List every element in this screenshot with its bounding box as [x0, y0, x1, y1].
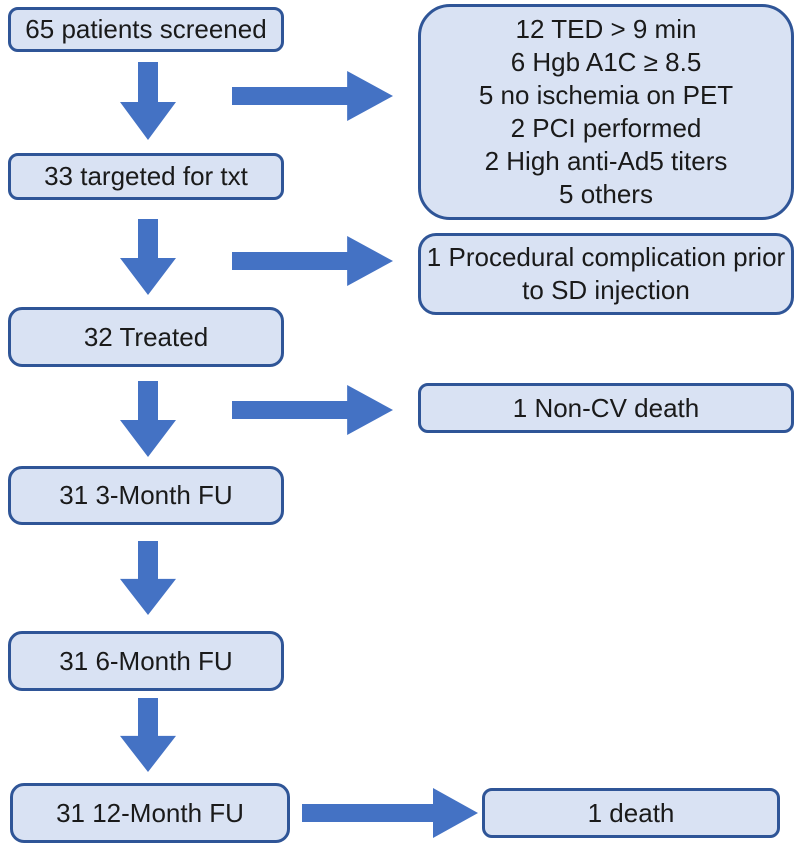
flow-box-treated: 32 Treated — [8, 307, 284, 367]
flow-box-6-month-followup: 31 6-Month FU — [8, 631, 284, 691]
flow-box-12-month-followup: 31 12-Month FU — [10, 783, 290, 843]
flow-box-label: 31 3-Month FU — [59, 480, 233, 510]
exclusion-reason: 5 others — [559, 179, 653, 209]
flow-box-death: 1 death — [482, 788, 780, 838]
down-arrow-treated-to-3-month — [120, 381, 176, 457]
down-arrow-targeted-to-treated — [120, 219, 176, 295]
flow-box-label: 65 patients screened — [25, 14, 267, 44]
exclusion-reason: 2 High anti-Ad5 titers — [484, 146, 728, 176]
flow-box-non-cv-death: 1 Non-CV death — [418, 383, 794, 433]
right-arrow-to-non-cv-death — [232, 385, 393, 435]
flow-box-label-line: 1 Procedural complication prior — [426, 242, 786, 272]
down-arrow-6-month-to-12-month — [120, 698, 176, 772]
flow-box-3-month-followup: 31 3-Month FU — [8, 466, 284, 525]
exclusion-reason: 5 no ischemia on PET — [478, 80, 734, 110]
right-arrow-to-procedural-complication — [232, 236, 393, 286]
exclusion-reason: 6 Hgb A1C ≥ 8.5 — [510, 47, 702, 77]
exclusion-reason: 2 PCI performed — [510, 113, 702, 143]
flow-box-procedural-complication: 1 Procedural complication prior to SD in… — [418, 233, 794, 315]
right-arrow-to-death — [302, 788, 478, 838]
down-arrow-3-month-to-6-month — [120, 541, 176, 615]
flow-box-label-line: to SD injection — [522, 275, 690, 305]
flow-box-screening-exclusions: 12 TED > 9 min 6 Hgb A1C ≥ 8.5 5 no isch… — [418, 4, 794, 220]
flow-box-label: 32 Treated — [83, 321, 209, 352]
flow-box-label: 33 targeted for txt — [44, 161, 248, 191]
flow-box-label: 31 6-Month FU — [59, 645, 233, 676]
right-arrow-to-exclusions — [232, 71, 393, 121]
exclusion-reason: 12 TED > 9 min — [515, 14, 697, 44]
flow-box-label: 31 12-Month FU — [56, 797, 244, 828]
flow-box-label: 1 death — [587, 797, 675, 828]
flow-box-targeted-for-treatment: 33 targeted for txt — [8, 153, 284, 200]
down-arrow-screened-to-targeted — [120, 62, 176, 140]
flow-box-label: 1 Non-CV death — [512, 392, 700, 423]
flow-box-patients-screened: 65 patients screened — [8, 7, 284, 52]
